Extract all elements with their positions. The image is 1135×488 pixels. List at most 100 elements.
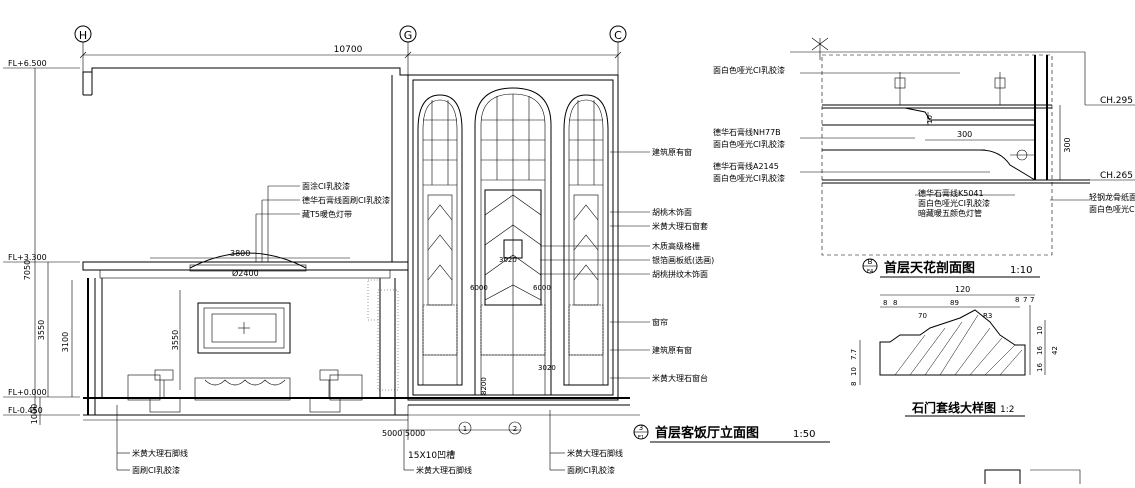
svg-text:建筑原有窗: 建筑原有窗	[652, 345, 692, 355]
svg-text:米黄大理石脚线: 米黄大理石脚线	[132, 448, 188, 458]
svg-text:8: 8	[893, 299, 897, 307]
svg-text:3020: 3020	[499, 256, 517, 264]
svg-text:E4: E4	[867, 269, 873, 275]
svg-text:R3: R3	[983, 312, 992, 320]
left-arch-window	[417, 94, 463, 386]
svg-text:德华石膏线K5041: 德华石膏线K5041	[918, 188, 984, 198]
svg-text:1000: 1000	[30, 404, 39, 424]
svg-text:10700: 10700	[334, 45, 363, 55]
level-markers: FL+6.500 FL+3.300 FL+0.000 FL-0.450 7050…	[3, 59, 80, 425]
window-elevation: 3020 6000 6000 3020 8200 5000 5000	[382, 74, 640, 461]
svg-text:面白色哑光CI: 面白色哑光CI	[1089, 204, 1135, 214]
svg-text:H: H	[79, 29, 87, 42]
svg-text:米黄大理石窗套: 米黄大理石窗套	[652, 221, 708, 231]
svg-text:16: 16	[1036, 346, 1044, 355]
svg-text:1:10: 1:10	[1010, 265, 1032, 276]
svg-text:米黄大理石脚线: 米黄大理石脚线	[567, 448, 623, 458]
svg-text:70: 70	[918, 312, 927, 320]
svg-text:8: 8	[1015, 296, 1019, 304]
svg-text:89: 89	[950, 299, 959, 307]
svg-text:胡桃拼纹木饰面: 胡桃拼纹木饰面	[652, 269, 708, 279]
svg-text:16: 16	[1036, 363, 1044, 372]
svg-text:轻钢龙骨纸面: 轻钢龙骨纸面	[1089, 192, 1135, 202]
molding-hatch	[894, 314, 1023, 376]
sofa-set	[127, 369, 363, 413]
svg-text:CH.265: CH.265	[1100, 171, 1133, 181]
svg-text:FL+0.000: FL+0.000	[8, 388, 47, 397]
svg-text:木质高级格栅: 木质高级格栅	[652, 241, 700, 251]
svg-text:德华石膏线A2145: 德华石膏线A2145	[713, 161, 779, 171]
svg-text:米黄大理石脚线: 米黄大理石脚线	[416, 465, 472, 475]
svg-text:德华石膏线NH77B: 德华石膏线NH77B	[713, 127, 781, 137]
corner-frame	[984, 469, 1081, 484]
svg-text:8200: 8200	[480, 377, 488, 395]
svg-text:FL+3.300: FL+3.300	[8, 253, 47, 262]
svg-text:首层天花剖面图: 首层天花剖面图	[884, 260, 975, 276]
ceiling-section-title: B E4 首层天花剖面图 1:10	[862, 258, 1040, 278]
left-room-elevation: 3800 Ø2400 3550	[82, 67, 409, 421]
overall-dimension: 10700	[79, 45, 622, 59]
svg-text:1:50: 1:50	[793, 429, 815, 440]
elevation-title: 3 E1 首层客饭厅立面图 1:50	[633, 424, 830, 443]
ceiling-section-detail: 300 300 10 CH.295 CH.265	[790, 37, 1135, 256]
svg-text:3100: 3100	[61, 332, 70, 352]
grid-axis-c: C	[609, 25, 627, 75]
svg-text:6000: 6000	[533, 284, 551, 292]
svg-text:G: G	[404, 29, 413, 42]
svg-text:胡桃木饰面: 胡桃木饰面	[652, 207, 692, 217]
left-callout-notes: 面涂CI乳胶漆 德华石膏线面刷CI乳胶漆 藏T5暖色灯带	[255, 181, 390, 262]
svg-text:银箔画板纸(选画): 银箔画板纸(选画)	[652, 255, 714, 265]
svg-text:藏T5暖色灯带: 藏T5暖色灯带	[302, 209, 352, 219]
svg-text:7: 7	[1030, 296, 1034, 304]
bottom-callout-notes: 米黄大理石脚线 面刷CI乳胶漆 米黄大理石脚线 米黄大理石脚线 面刷CI乳胶漆	[116, 405, 623, 475]
ceiling-section-notes: 面白色哑光CI乳胶漆 德华石膏线NH77B 面白色哑光CI乳胶漆 德华石膏线A2…	[713, 65, 1135, 218]
svg-text:3800: 3800	[230, 249, 250, 258]
svg-text:暗藏暖五颜色灯管: 暗藏暖五颜色灯管	[918, 208, 982, 218]
svg-text:窗帘: 窗帘	[652, 317, 668, 327]
right-callout-notes: 建筑原有窗 胡桃木饰面 米黄大理石窗套 木质高级格栅 银箔画板纸(选画) 胡桃拼…	[540, 147, 714, 383]
svg-text:15X10凹槽: 15X10凹槽	[408, 449, 455, 461]
svg-text:300: 300	[1063, 137, 1072, 152]
svg-text:首层客饭厅立面图: 首层客饭厅立面图	[655, 425, 759, 441]
svg-text:3550: 3550	[171, 330, 180, 350]
svg-text:面白色哑光CI乳胶漆: 面白色哑光CI乳胶漆	[713, 65, 785, 75]
svg-text:石门套线大样图: 石门套线大样图	[911, 400, 996, 415]
svg-text:8: 8	[850, 382, 858, 386]
svg-text:120: 120	[955, 285, 970, 294]
svg-text:10: 10	[1036, 326, 1044, 335]
molding-title: 石门套线大样图 1:2	[905, 400, 1025, 417]
svg-text:3550: 3550	[37, 320, 46, 340]
svg-text:7: 7	[1023, 296, 1027, 304]
svg-text:3: 3	[639, 424, 643, 432]
svg-text:面刷CI乳胶漆: 面刷CI乳胶漆	[567, 465, 615, 475]
svg-text:米黄大理石窗台: 米黄大理石窗台	[652, 373, 708, 383]
svg-text:5000 5000: 5000 5000	[382, 429, 425, 438]
svg-text:建筑原有窗: 建筑原有窗	[652, 147, 692, 157]
svg-text:1:2: 1:2	[1000, 405, 1014, 415]
svg-text:面白色哑光CI乳胶漆: 面白色哑光CI乳胶漆	[918, 198, 990, 208]
svg-text:Ø2400: Ø2400	[232, 268, 259, 278]
wall-texture	[367, 279, 399, 391]
molding-profile-detail: 120 8 8 89 8 7 70 R3 10 16 42 16 7.7 10 …	[850, 285, 1059, 386]
grid-axis-h: H	[74, 25, 92, 75]
svg-text:1: 1	[463, 425, 467, 433]
svg-text:2: 2	[513, 425, 517, 433]
svg-text:10: 10	[850, 367, 858, 376]
svg-text:42: 42	[1051, 346, 1059, 355]
svg-text:300: 300	[957, 130, 972, 139]
svg-text:面涂CI乳胶漆: 面涂CI乳胶漆	[302, 181, 350, 191]
svg-text:CH.295: CH.295	[1100, 96, 1133, 106]
right-arch-window	[563, 94, 609, 386]
svg-text:E1: E1	[638, 435, 644, 441]
svg-text:7050: 7050	[23, 260, 32, 280]
svg-text:面白色哑光CI乳胶漆: 面白色哑光CI乳胶漆	[713, 139, 785, 149]
svg-text:6000: 6000	[470, 284, 488, 292]
center-arch-door: 3020 6000 6000 3020 8200	[470, 87, 556, 396]
svg-text:德华石膏线面刷CI乳胶漆: 德华石膏线面刷CI乳胶漆	[302, 195, 390, 205]
svg-text:8: 8	[883, 299, 887, 307]
svg-text:FL+6.500: FL+6.500	[8, 59, 47, 68]
svg-text:FL-0.450: FL-0.450	[8, 406, 43, 415]
svg-text:面刷CI乳胶漆: 面刷CI乳胶漆	[132, 465, 180, 475]
